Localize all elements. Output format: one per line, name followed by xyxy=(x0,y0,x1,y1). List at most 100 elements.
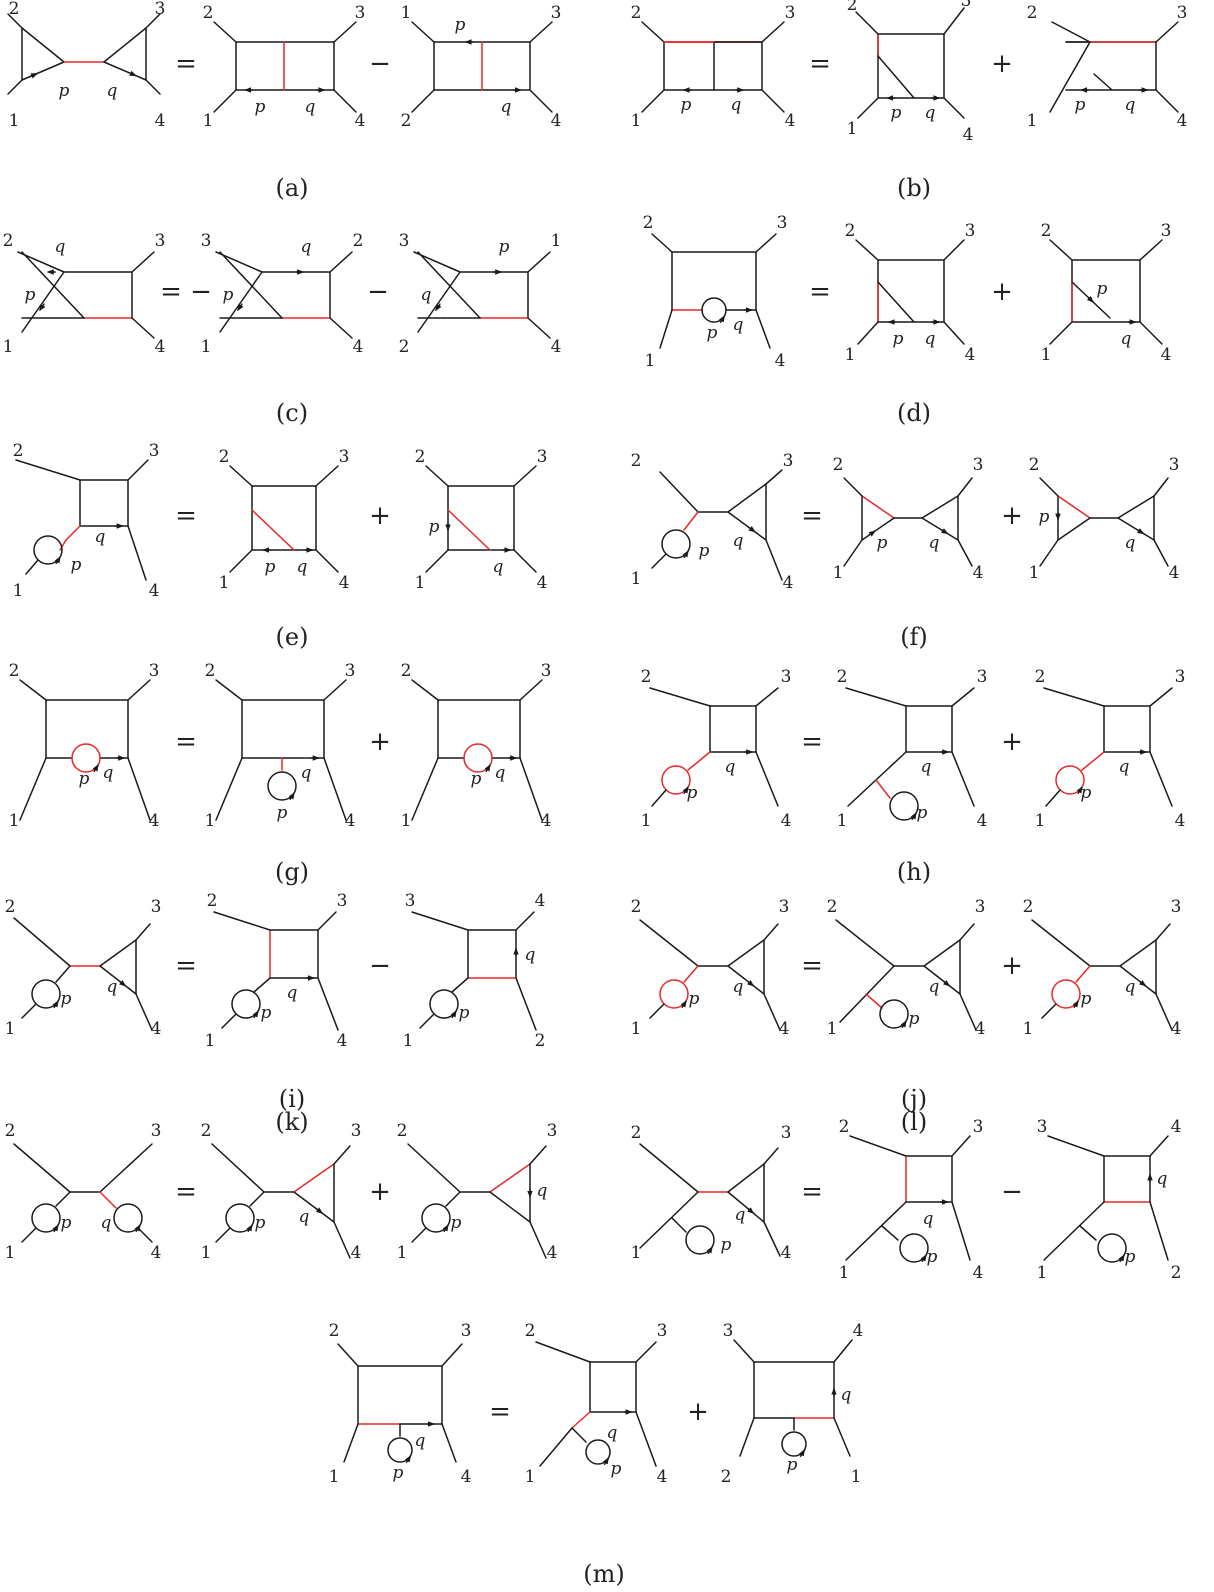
tadpole-loop xyxy=(899,1233,929,1263)
external-leg-label-3: 3 xyxy=(973,1117,984,1137)
propagator-line xyxy=(425,549,449,573)
propagator-line xyxy=(21,1227,37,1243)
propagator-line xyxy=(315,465,339,487)
loop-momentum-arrow xyxy=(602,1457,609,1465)
external-leg-label-3: 3 xyxy=(151,1121,162,1141)
external-leg-label-2: 2 xyxy=(207,891,218,911)
propagator-line xyxy=(333,21,357,43)
propagator-line xyxy=(407,1143,461,1193)
propagator-line xyxy=(1039,477,1059,497)
momentum-label-q: q xyxy=(923,1209,934,1229)
external-leg-label-1: 1 xyxy=(9,111,20,131)
loop-momentum-arrow xyxy=(718,315,725,323)
external-leg-label-1: 1 xyxy=(205,1031,216,1051)
tadpole-loop xyxy=(661,529,691,559)
propagator-line xyxy=(727,511,767,541)
propagator-line xyxy=(765,469,783,485)
external-leg-label-2: 2 xyxy=(401,661,412,681)
external-leg-label-4: 4 xyxy=(1171,1019,1182,1039)
loop-momentum-arrow xyxy=(682,786,689,795)
external-leg-label-1: 1 xyxy=(5,1019,16,1039)
panel-caption: (e) xyxy=(276,623,309,651)
momentum-label-q: q xyxy=(55,237,66,257)
propagator-line xyxy=(13,1143,71,1193)
external-leg-label-3: 3 xyxy=(1161,221,1172,241)
external-leg-label-3: 3 xyxy=(781,667,792,687)
momentum-label-p: p xyxy=(1081,989,1092,1009)
momentum-label-p: p xyxy=(265,557,276,577)
propagator-line xyxy=(219,271,263,333)
propagator-line xyxy=(1149,751,1173,807)
propagator-line xyxy=(763,1221,781,1257)
external-leg-label-4: 4 xyxy=(963,125,974,145)
highlighted-tadpole-loop xyxy=(659,979,689,1009)
external-leg-label-2: 2 xyxy=(847,0,858,15)
loop-momentum-arrow xyxy=(682,550,689,559)
external-leg-label-2: 2 xyxy=(535,1031,546,1051)
momentum-label-p: p xyxy=(787,1455,798,1475)
propagator-line xyxy=(99,1143,153,1193)
external-leg-label-4: 4 xyxy=(537,573,548,593)
momentum-label-q: q xyxy=(929,533,940,553)
propagator-line xyxy=(1155,923,1171,941)
external-leg-label-2: 2 xyxy=(837,667,848,687)
propagator-line xyxy=(959,993,977,1031)
external-leg-label-2: 2 xyxy=(839,1117,850,1137)
loop-momentum-arrow xyxy=(404,1455,411,1463)
momentum-label-p: p xyxy=(917,803,928,823)
propagator-line xyxy=(849,1135,907,1157)
external-leg-label-2: 2 xyxy=(721,1467,732,1487)
external-leg-label-4: 4 xyxy=(339,573,350,593)
momentum-arrow xyxy=(1136,528,1145,535)
propagator-line xyxy=(651,789,667,807)
tadpole-loop xyxy=(225,1203,255,1233)
external-leg-label-1: 1 xyxy=(631,111,642,131)
external-leg-label-1: 1 xyxy=(851,1467,862,1487)
propagator-line xyxy=(833,1339,853,1363)
external-leg-label-4: 4 xyxy=(775,351,786,371)
propagator-line xyxy=(21,251,85,319)
external-leg-label-4: 4 xyxy=(785,111,796,131)
relation-operator: = xyxy=(175,501,197,531)
relation-operator: = xyxy=(809,49,831,79)
external-leg-label-4: 4 xyxy=(779,1019,790,1039)
external-leg-label-4: 4 xyxy=(1171,1117,1182,1137)
propagator-line xyxy=(13,917,71,967)
external-leg-label-3: 3 xyxy=(155,0,166,19)
relation-operator: + xyxy=(687,1397,709,1427)
momentum-label-q: q xyxy=(537,1181,548,1201)
momentum-label-q: q xyxy=(525,945,536,965)
propagator-line xyxy=(535,1341,591,1363)
external-leg-label-1: 1 xyxy=(1035,811,1046,831)
propagator-line xyxy=(763,923,779,941)
momentum-arrow xyxy=(747,1207,755,1214)
propagator-line xyxy=(921,495,959,519)
external-leg-label-1: 1 xyxy=(401,3,412,23)
external-leg-label-2: 2 xyxy=(205,661,216,681)
external-leg-label-4: 4 xyxy=(1161,345,1172,365)
external-leg-label-1: 1 xyxy=(837,811,848,831)
propagator-line xyxy=(659,471,699,513)
propagator-line xyxy=(131,251,155,273)
propagator-line xyxy=(451,977,469,993)
propagator-line xyxy=(727,965,765,995)
propagator-line xyxy=(1139,239,1163,261)
propagator-line xyxy=(571,1427,587,1443)
momentum-label-q: q xyxy=(287,983,298,1003)
propagator-line xyxy=(529,89,553,113)
loop-momentum-arrow xyxy=(910,812,917,821)
external-leg-label-1: 1 xyxy=(631,569,642,589)
external-leg-label-2: 2 xyxy=(641,667,652,687)
relation-operator: + xyxy=(991,277,1013,307)
external-leg-label-3: 3 xyxy=(345,661,356,681)
momentum-label-p: p xyxy=(927,1247,938,1267)
propagator-line xyxy=(411,89,435,113)
external-leg-label-4: 4 xyxy=(657,1467,668,1487)
propagator-line xyxy=(765,539,783,581)
external-leg-label-3: 3 xyxy=(339,447,350,467)
external-leg-label-4: 4 xyxy=(973,1263,984,1283)
external-leg-label-3: 3 xyxy=(783,451,794,471)
external-leg-label-3: 3 xyxy=(977,667,988,687)
external-leg-label-3: 3 xyxy=(201,231,212,251)
momentum-arrow xyxy=(39,303,46,312)
